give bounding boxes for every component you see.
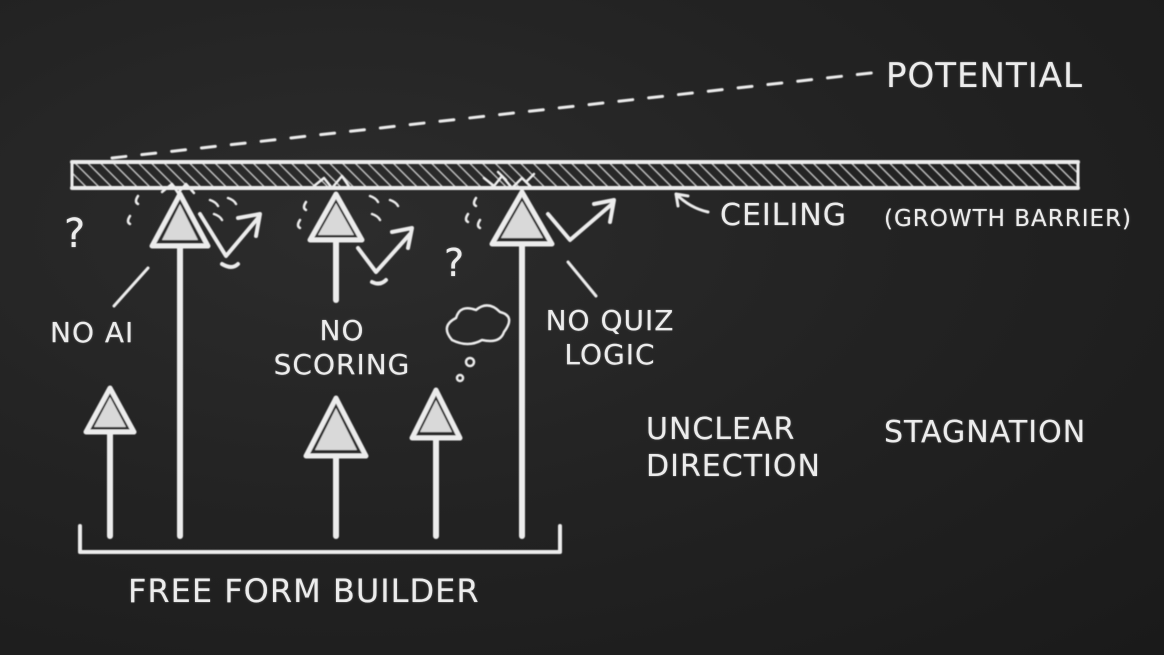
question-mark: ?	[444, 241, 466, 285]
unclear-direction-label: UNCLEAR DIRECTION	[646, 412, 821, 485]
unclear-line1: UNCLEAR	[646, 412, 796, 447]
growth-barrier-label: (GROWTH BARRIER)	[884, 206, 1133, 232]
up-arrow-icon	[303, 395, 369, 539]
ceiling-label: CEILING	[720, 198, 847, 233]
no-quiz-pointer	[566, 260, 598, 298]
deflect-arrow-icon	[356, 226, 414, 286]
deflect-arrow-icon	[198, 212, 262, 269]
splash-marks	[126, 194, 482, 230]
no-ai-label: NO AI	[50, 316, 135, 349]
stagnation-label: STAGNATION	[884, 415, 1087, 450]
ceiling-bar	[70, 160, 1080, 190]
question-mark: ?	[64, 211, 87, 257]
up-arrow-icon	[307, 191, 365, 303]
unclear-line2: DIRECTION	[646, 448, 821, 484]
free-form-bracket	[78, 524, 562, 554]
deflect-arrow-icon	[546, 198, 616, 242]
impact-marks	[160, 170, 536, 195]
thought-bubble-icon	[445, 304, 511, 383]
no-ai-pointer	[112, 266, 150, 308]
no-scoring-label: NO SCORING	[262, 314, 422, 382]
no-quiz-logic-label: NO QUIZ LOGIC	[530, 304, 690, 372]
up-arrow-icon	[489, 189, 555, 539]
potential-line	[110, 70, 882, 160]
no-quiz-line1: NO QUIZ	[545, 304, 675, 337]
free-form-builder-label: FREE FORM BUILDER	[128, 572, 480, 610]
no-scoring-line1: NO	[319, 314, 365, 347]
up-arrow-icon	[149, 191, 211, 539]
up-arrow-icon	[409, 387, 463, 539]
no-scoring-line2: SCORING	[273, 348, 411, 382]
up-arrow-icon	[83, 385, 137, 539]
potential-label: POTENTIAL	[886, 56, 1083, 96]
no-quiz-line2: LOGIC	[564, 338, 656, 372]
ceiling-pointer	[674, 192, 710, 214]
